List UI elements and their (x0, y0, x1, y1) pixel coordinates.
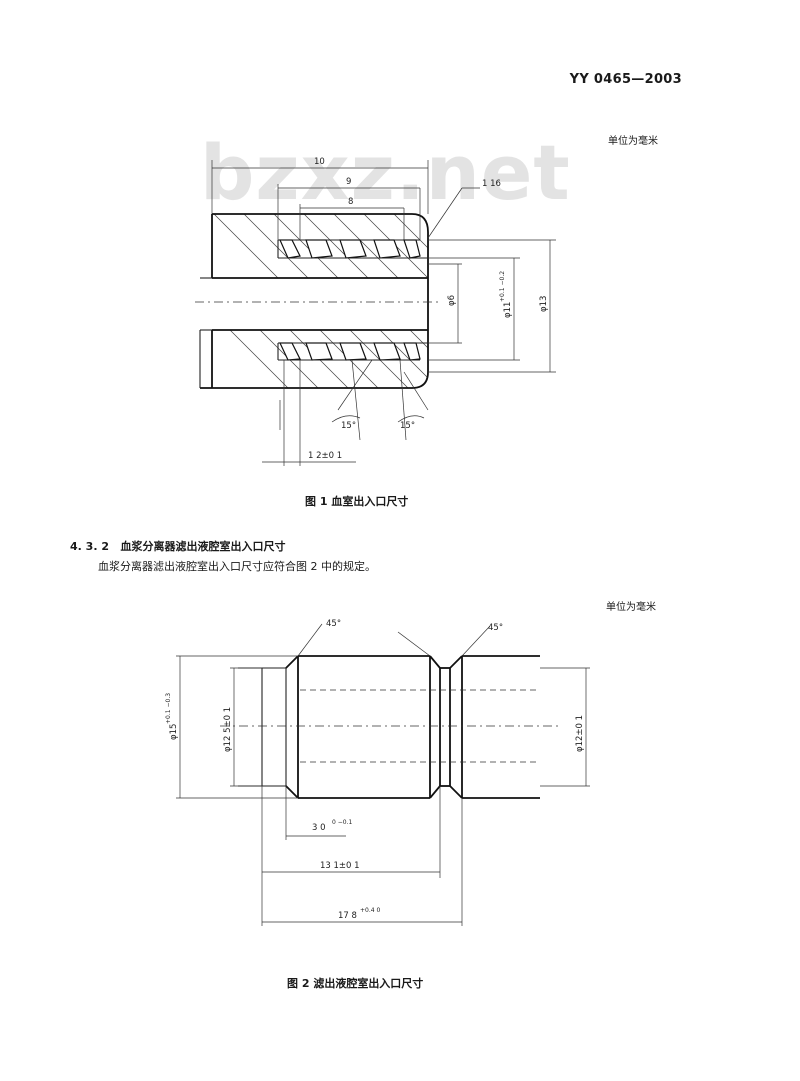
fig2-dim-phi12: φ12±0 1 (575, 715, 585, 752)
fig2-dim-phi15-tol: +0.1 −0.3 (165, 693, 172, 724)
fig2-dim-phi15: φ15 (169, 724, 179, 740)
figure1-caption: 图 1 血室出入口尺寸 (305, 495, 409, 508)
section-title: 血浆分离器滤出液腔室出入口尺寸 (120, 540, 286, 553)
fig1-dim-phi11: φ11 (503, 302, 513, 318)
fig2-angle-left: 45° (326, 619, 341, 629)
fig1-dim-phi13: φ13 (539, 296, 549, 312)
fig1-dim-r: 1 16 (482, 179, 501, 189)
fig1-dim-phi11-tol: +0.1 −0.2 (499, 271, 506, 302)
watermark: bzxz.net (200, 128, 571, 217)
fig2-dim-phi12-5: φ12 5±0 1 (223, 707, 233, 752)
fig1-dim-12: 1 2±0 1 (308, 451, 342, 461)
fig1-angle-right: 15° (400, 421, 415, 431)
fig1-angle-left: 15° (341, 421, 356, 431)
section-number: 4. 3. 2 (70, 540, 109, 553)
fig2-dim-17: 17 8 (338, 911, 357, 921)
section-heading: 4. 3. 2 血浆分离器滤出液腔室出入口尺寸 (70, 538, 285, 554)
figure2-unit-note: 单位为毫米 (606, 602, 656, 613)
fig1-dim-10: 10 (314, 157, 325, 167)
section-paragraph: 血浆分离器滤出液腔室出入口尺寸应符合图 2 中的规定。 (98, 560, 376, 573)
fig2-dim-17-tol: +0.4 0 (360, 907, 380, 914)
fig2-dim-3: 3 0 (312, 823, 326, 833)
fig2-angle-right: 45° (488, 623, 503, 633)
fig1-dim-phi6: φ6 (447, 295, 457, 306)
fig1-dim-8: 8 (348, 197, 353, 207)
figure1-unit-note: 单位为毫米 (608, 136, 658, 147)
standard-number: YY 0465—2003 (569, 72, 682, 87)
fig2-dim-3-tol: 0 −0.1 (332, 819, 352, 826)
fig1-dim-9: 9 (346, 177, 351, 187)
figure2-caption: 图 2 滤出液腔室出入口尺寸 (287, 977, 424, 990)
fig2-dim-13: 13 1±0 1 (320, 861, 360, 871)
